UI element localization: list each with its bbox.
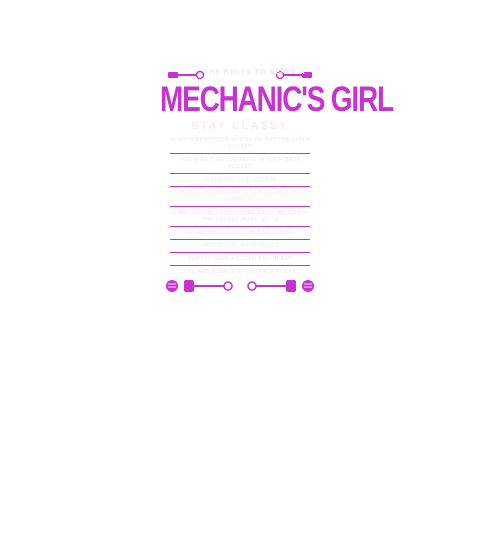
list-item: LEARN TO LOVE GREASE xyxy=(170,176,310,187)
wrench-icon xyxy=(168,70,205,80)
list-item: YOU WILL FIND LUG NUTS IN YOUR BACK POCK… xyxy=(170,156,310,174)
sub-title: STAY CLASSY xyxy=(191,120,289,132)
list-item: SOMETIMES HIS CAR COMES FIRST; MOSTLY IN… xyxy=(170,209,310,227)
list-item: HE WILL ALWAYS SMELL LIKE OIL AND YOU LO… xyxy=(170,189,310,207)
page-title: MECHANIC'S GIRL xyxy=(160,79,394,119)
list-item: ALWAYS REMEMBER WHERE HE PUT THE 10MM SO… xyxy=(170,136,310,154)
list-item: THEY ARE ALWAYS IN THE BACK POCKET xyxy=(180,269,300,275)
rules-list: ALWAYS REMEMBER WHERE HE PUT THE 10MM SO… xyxy=(170,136,310,280)
piston-icon xyxy=(302,280,314,292)
top-wrench-row xyxy=(168,70,312,80)
bottom-piston-row xyxy=(166,280,314,292)
list-item: PAY ATTENTION TO THE FINE TUNING xyxy=(170,229,310,240)
header-small-text: THE RULES TO BEING A xyxy=(204,68,305,76)
mechanics-girl-design: THE RULES TO BEING A MECHANIC'S GIRL STA… xyxy=(160,64,394,300)
wrench-icon xyxy=(275,70,312,80)
list-item: ALWAYS HAVE A CLEAN RAG READY xyxy=(170,255,310,266)
piston-icon xyxy=(166,280,178,292)
list-item: NEVER TOUCH HIS TOOLS xyxy=(170,242,310,253)
piston-icon xyxy=(184,280,233,292)
piston-icon xyxy=(247,280,296,292)
